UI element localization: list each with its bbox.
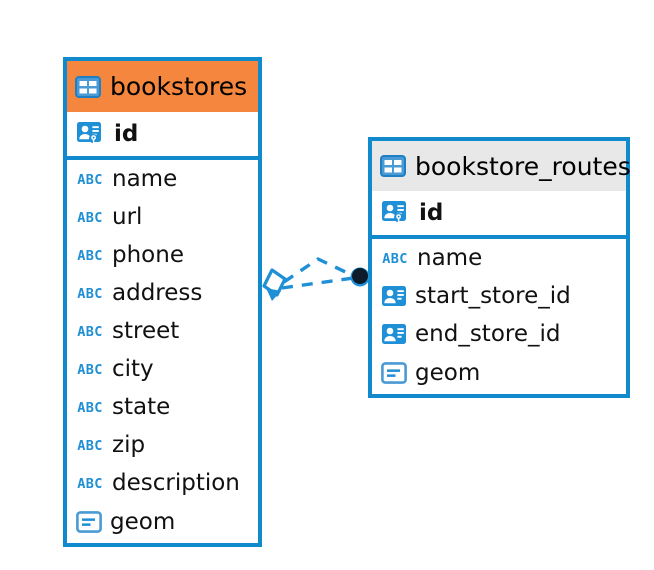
field-row-geom[interactable]: geom	[67, 502, 258, 542]
svg-text:ABC: ABC	[77, 172, 103, 188]
table-grid-icon	[380, 155, 406, 177]
field-row-geom[interactable]: geom	[372, 353, 626, 393]
abc-text-icon: ABC	[77, 210, 103, 226]
svg-text:ABC: ABC	[77, 210, 103, 226]
entity-bookstores[interactable]: bookstores id ABC	[63, 57, 262, 547]
field-row-phone[interactable]: ABC phone	[67, 236, 258, 274]
field-label: phone	[112, 241, 184, 268]
abc-text-icon: ABC	[77, 362, 103, 378]
field-row-id[interactable]: id	[372, 191, 626, 239]
entity-bookstore-routes[interactable]: bookstore_routes id ABC	[368, 137, 631, 398]
diamond-icon	[262, 268, 287, 301]
field-row-url[interactable]: ABC url	[67, 198, 258, 236]
field-row-start-store-id[interactable]: start_store_id	[372, 277, 626, 315]
entity-title: bookstores	[110, 72, 248, 101]
svg-text:ABC: ABC	[77, 362, 103, 378]
field-label: address	[112, 279, 203, 306]
field-label: description	[112, 469, 240, 496]
relationship-line-lower	[281, 276, 355, 290]
field-row-description[interactable]: ABC description	[67, 464, 258, 502]
field-label: state	[112, 393, 171, 420]
field-label: geom	[415, 359, 481, 386]
field-label: zip	[112, 431, 146, 458]
abc-text-icon: ABC	[77, 324, 103, 340]
svg-text:ABC: ABC	[77, 438, 103, 454]
primary-key-icon	[382, 200, 406, 225]
entity-header-bookstores[interactable]: bookstores	[67, 61, 258, 112]
entity-header-bookstore-routes[interactable]: bookstore_routes	[372, 141, 631, 191]
field-label: street	[112, 317, 180, 344]
geometry-icon	[76, 511, 102, 533]
field-label: name	[112, 165, 178, 192]
field-row-zip[interactable]: ABC zip	[67, 426, 258, 464]
abc-text-icon: ABC	[77, 400, 103, 416]
abc-text-icon: ABC	[77, 438, 103, 454]
foreign-key-icon	[382, 286, 406, 306]
field-row-street[interactable]: ABC street	[67, 312, 258, 350]
abc-text-icon: ABC	[382, 251, 408, 267]
abc-text-icon: ABC	[77, 172, 103, 188]
field-row-address[interactable]: ABC address	[67, 274, 258, 312]
svg-text:ABC: ABC	[382, 251, 408, 267]
field-label: city	[112, 355, 154, 382]
svg-text:ABC: ABC	[77, 476, 103, 492]
field-row-city[interactable]: ABC city	[67, 350, 258, 388]
svg-text:ABC: ABC	[77, 286, 103, 302]
field-label: name	[417, 244, 483, 271]
svg-text:ABC: ABC	[77, 324, 103, 340]
field-label: id	[114, 120, 139, 147]
field-row-id[interactable]: id	[67, 112, 258, 160]
svg-text:ABC: ABC	[77, 248, 103, 264]
abc-text-icon: ABC	[77, 476, 103, 492]
foreign-key-icon	[382, 324, 406, 344]
field-label: geom	[110, 508, 176, 535]
field-label: url	[112, 203, 143, 230]
table-grid-icon	[75, 75, 101, 98]
abc-text-icon: ABC	[77, 286, 103, 302]
field-row-name[interactable]: ABC name	[372, 239, 626, 277]
entity-title: bookstore_routes	[415, 151, 631, 181]
abc-text-icon: ABC	[77, 248, 103, 264]
field-row-state[interactable]: ABC state	[67, 388, 258, 426]
field-row-name[interactable]: ABC name	[67, 160, 258, 198]
geometry-icon	[381, 362, 407, 384]
field-label: start_store_id	[415, 282, 571, 309]
relationship-line-upper	[283, 257, 355, 284]
field-row-end-store-id[interactable]: end_store_id	[372, 315, 626, 353]
filled-circle-icon	[350, 267, 370, 287]
primary-key-icon	[77, 121, 101, 146]
field-label: end_store_id	[415, 320, 561, 347]
svg-text:ABC: ABC	[77, 400, 103, 416]
field-label: id	[419, 199, 444, 226]
